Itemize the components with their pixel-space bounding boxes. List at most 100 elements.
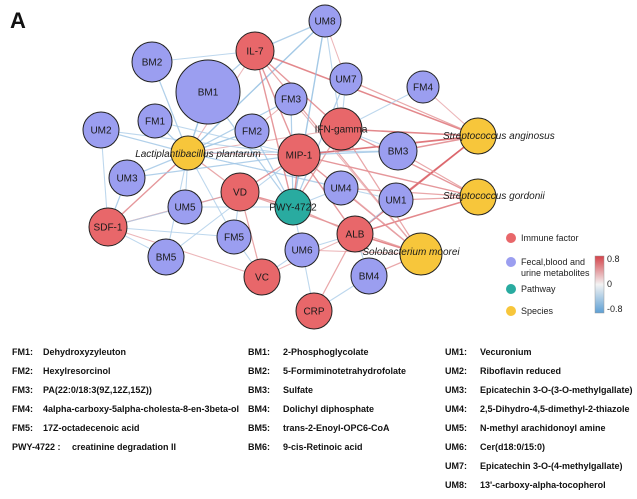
abbrev-code: UM4:	[445, 404, 467, 414]
edge-LP-UM8	[187, 20, 326, 154]
abbrev-row: FM3:PA(22:0/18:3(9Z,12Z,15Z))	[12, 385, 242, 404]
node-label: VC	[255, 273, 269, 284]
abbrev-row: UM8:13'-carboxy-alpha-tocopherol	[445, 480, 635, 499]
node-circle	[284, 232, 320, 268]
node-pwy: PWY-4722	[269, 188, 317, 226]
node-circle	[235, 31, 275, 71]
abbrev-row: UM3:Epicatechin 3-O-(3-O-methylgallate)	[445, 385, 635, 404]
legend-swatch	[506, 306, 516, 316]
node-circle	[336, 215, 374, 253]
node-crp: CRP	[295, 292, 333, 330]
abbrev-row: UM2:Riboflavin reduced	[445, 366, 635, 385]
node-label: MIP-1	[286, 151, 313, 162]
node-um1: UM1	[378, 182, 414, 218]
abbrev-name: 4alpha-carboxy-5alpha-cholesta-8-en-3bet…	[43, 404, 240, 414]
node-circle	[131, 41, 173, 83]
node-circle	[234, 113, 270, 149]
node-circle	[277, 133, 321, 177]
node-label: UM7	[335, 75, 357, 86]
node-label: ALB	[346, 230, 365, 241]
node-circle	[220, 172, 260, 212]
abbrev-code: FM1:	[12, 347, 33, 357]
abbrev-name: Dolichyl diphosphate	[283, 404, 375, 414]
abbrev-name: Epicatechin 3-O-(4-methylgallate)	[480, 461, 623, 471]
abbrev-code: BM6:	[248, 442, 270, 452]
node-label: FM3	[281, 95, 301, 106]
node-circle	[295, 292, 333, 330]
abbrev-code: BM4:	[248, 404, 270, 414]
node-label: UM1	[385, 196, 407, 207]
node-label: UM2	[90, 126, 112, 137]
abbrev-code: PWY-4722 :	[12, 442, 61, 452]
abbrev-code: BM3:	[248, 385, 270, 395]
node-bm1: BM1	[175, 59, 241, 125]
node-circle	[274, 188, 312, 226]
node-label: BM2	[142, 58, 163, 69]
node-fm4: FM4	[406, 70, 440, 104]
node-label: FM1	[145, 117, 165, 128]
node-circle	[216, 219, 252, 255]
node-circle	[459, 178, 497, 216]
node-sm: Solobacterium moorei	[362, 232, 460, 276]
abbrev-name: Sulfate	[283, 385, 314, 395]
node-circle	[88, 207, 128, 247]
node-um3: UM3	[108, 159, 146, 197]
abbrev-code: BM1:	[248, 347, 270, 357]
node-label: BM4	[359, 272, 380, 283]
abbrev-code: UM5:	[445, 423, 467, 433]
node-circle	[329, 62, 363, 96]
node-label: BM1	[198, 88, 219, 99]
node-fm5: FM5	[216, 219, 252, 255]
node-label: Streptococcus anginosus	[443, 131, 555, 142]
abbrev-row: BM5:trans-2-Enoyl-OPC6-CoA	[248, 423, 448, 442]
node-circle	[108, 159, 146, 197]
abbrev-row: UM6:Cer(d18:0/15:0)	[445, 442, 635, 461]
node-circle	[319, 107, 363, 151]
abbrev-code: UM3:	[445, 385, 467, 395]
abbrev-row: FM5:17Z-octadecenoic acid	[12, 423, 242, 442]
abbrev-name: 5-Formiminotetrahydrofolate	[283, 366, 407, 376]
node-label: Streptococcus gordonii	[443, 191, 546, 202]
abbrev-row: UM5: N-methyl arachidonoyl amine	[445, 423, 635, 442]
edge-SG-ALB	[354, 196, 479, 235]
node-label: Lactiplantibacillus plantarum	[135, 149, 261, 160]
abbrev-code: FM3:	[12, 385, 33, 395]
node-ifn: IFN-gamma	[315, 107, 368, 151]
node-circle	[274, 82, 308, 116]
node-circle	[308, 4, 342, 38]
abbrev-code: FM5:	[12, 423, 33, 433]
node-fm3: FM3	[274, 82, 308, 116]
abbrev-row: BM3: Sulfate	[248, 385, 448, 404]
edge-MIP-UM3	[126, 154, 300, 179]
node-label: SDF-1	[94, 223, 123, 234]
node-circle	[147, 238, 185, 276]
node-circle	[82, 111, 120, 149]
abbrev-name: Dehydroxyzyleuton	[43, 347, 127, 357]
colorbar-tick-label: -0.8	[607, 304, 623, 314]
abbrev-code: FM2:	[12, 366, 33, 376]
abbrev-row: UM7:Epicatechin 3-O-(4-methylgallate)	[445, 461, 635, 480]
edge-SDF-FM5	[107, 226, 235, 238]
abbrev-code: FM4:	[12, 404, 33, 414]
node-circle	[243, 258, 281, 296]
node-circle	[378, 182, 414, 218]
legend-swatch	[506, 233, 516, 243]
abbrev-name: 2-Phosphoglycolate	[283, 347, 369, 357]
node-um2: UM2	[82, 111, 120, 149]
node-sg: Streptococcus gordonii	[443, 178, 546, 216]
node-label: FM2	[242, 127, 262, 138]
colorbar-gradient	[594, 255, 605, 314]
abbrev-code: BM2:	[248, 366, 270, 376]
panel-letter: A	[10, 8, 26, 33]
edge-SA-IFN	[340, 128, 479, 137]
abbrev-name: Riboflavin reduced	[480, 366, 562, 376]
abbrev-name: N-methyl arachidonoyl amine	[480, 423, 606, 433]
node-fm1: FM1	[137, 103, 173, 139]
abbrev-name: creatinine degradation II	[72, 442, 177, 452]
abbrev-name: trans-2-Enoyl-OPC6-CoA	[283, 423, 390, 433]
abbrev-row: FM4: 4alpha-carboxy-5alpha-cholesta-8-en-…	[12, 404, 242, 423]
